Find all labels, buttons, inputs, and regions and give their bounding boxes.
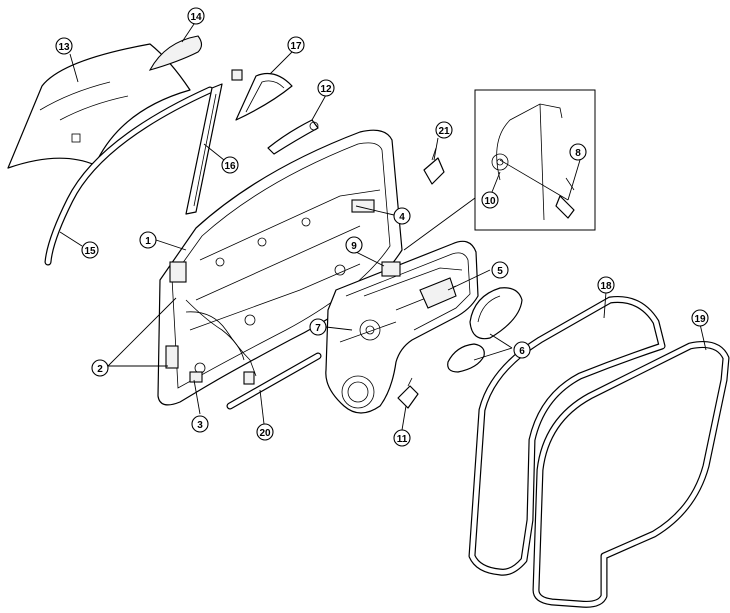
leader-lines <box>59 23 707 431</box>
door-weatherstrip-part <box>468 295 666 576</box>
svg-text:7: 7 <box>315 323 321 334</box>
callout-8: 8 <box>569 143 587 161</box>
svg-text:20: 20 <box>259 428 271 439</box>
callout-14: 14 <box>187 7 205 25</box>
svg-text:18: 18 <box>600 281 612 292</box>
svg-text:4: 4 <box>399 212 405 223</box>
callout-13: 13 <box>55 37 73 55</box>
svg-text:3: 3 <box>197 420 203 431</box>
callout-6: 6 <box>513 341 531 359</box>
svg-text:1: 1 <box>145 236 151 247</box>
sealing-pad-large-part <box>469 287 523 340</box>
callout-17: 17 <box>287 36 305 54</box>
door-glass-part <box>7 43 191 169</box>
outer-handle-part <box>267 119 319 155</box>
callout-19: 19 <box>691 309 709 327</box>
callout-21: 21 <box>435 121 453 139</box>
callout-16: 16 <box>221 156 239 174</box>
callout-3: 3 <box>191 415 209 433</box>
retainer-clip-part <box>397 377 419 409</box>
lower-weatherstrip-part <box>226 352 322 410</box>
callout-18: 18 <box>597 276 615 294</box>
callout-5: 5 <box>491 261 509 279</box>
svg-text:8: 8 <box>575 148 581 159</box>
svg-text:14: 14 <box>190 12 202 23</box>
sealing-pad-small-part <box>447 343 485 373</box>
quarter-glass-part <box>148 35 203 71</box>
inner-module-panel-part <box>325 240 479 414</box>
svg-text:5: 5 <box>497 266 503 277</box>
svg-text:16: 16 <box>224 161 236 172</box>
callout-12: 12 <box>317 79 335 97</box>
callout-9: 9 <box>345 236 363 254</box>
body-weatherstrip-part <box>532 341 730 608</box>
callout-4: 4 <box>393 207 411 225</box>
callout-10: 10 <box>481 191 499 209</box>
svg-text:11: 11 <box>397 434 408 445</box>
callout-7: 7 <box>309 318 327 336</box>
svg-text:2: 2 <box>97 364 103 375</box>
svg-text:13: 13 <box>58 42 70 53</box>
svg-text:9: 9 <box>351 241 357 252</box>
svg-text:12: 12 <box>320 84 332 95</box>
svg-text:6: 6 <box>519 346 525 357</box>
rear-sash-part <box>231 69 293 121</box>
run-channel-part <box>44 86 214 266</box>
svg-text:21: 21 <box>438 126 450 137</box>
wiring-harness-part <box>185 311 257 385</box>
svg-text:10: 10 <box>484 196 496 207</box>
clip-part <box>423 147 445 185</box>
callout-20: 20 <box>256 423 274 441</box>
svg-text:17: 17 <box>290 41 302 52</box>
callout-2: 2 <box>91 359 109 377</box>
callout-1: 1 <box>139 231 157 249</box>
center-sash-part <box>185 83 223 215</box>
callout-15: 15 <box>81 241 99 259</box>
svg-text:15: 15 <box>84 246 96 257</box>
svg-text:19: 19 <box>694 314 706 325</box>
callout-11: 11 <box>393 429 411 447</box>
